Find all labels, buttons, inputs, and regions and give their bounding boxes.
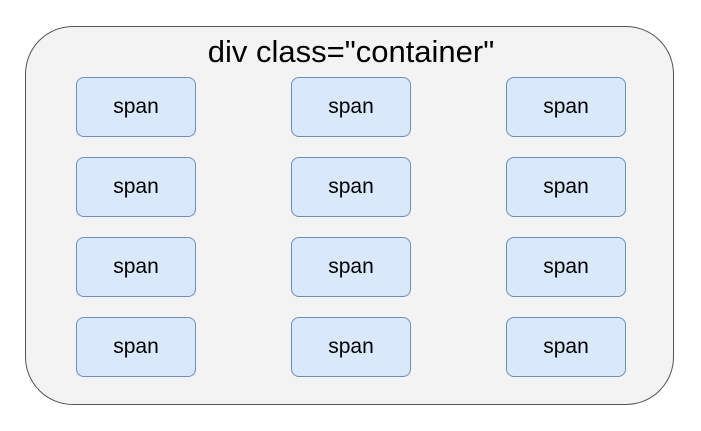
span-box: span xyxy=(506,237,626,297)
span-box: span xyxy=(76,317,196,377)
span-box: span xyxy=(76,157,196,217)
span-box: span xyxy=(506,157,626,217)
span-box: span xyxy=(506,317,626,377)
container-label: div class="container" xyxy=(207,34,495,69)
span-box: span xyxy=(506,77,626,137)
span-box: span xyxy=(291,237,411,297)
span-box: span xyxy=(291,77,411,137)
span-box: span xyxy=(76,237,196,297)
container-box: div class="container" span span span spa… xyxy=(25,26,674,405)
span-grid: span span span span span span span span … xyxy=(76,77,626,377)
span-box: span xyxy=(291,317,411,377)
span-box: span xyxy=(291,157,411,217)
span-box: span xyxy=(76,77,196,137)
